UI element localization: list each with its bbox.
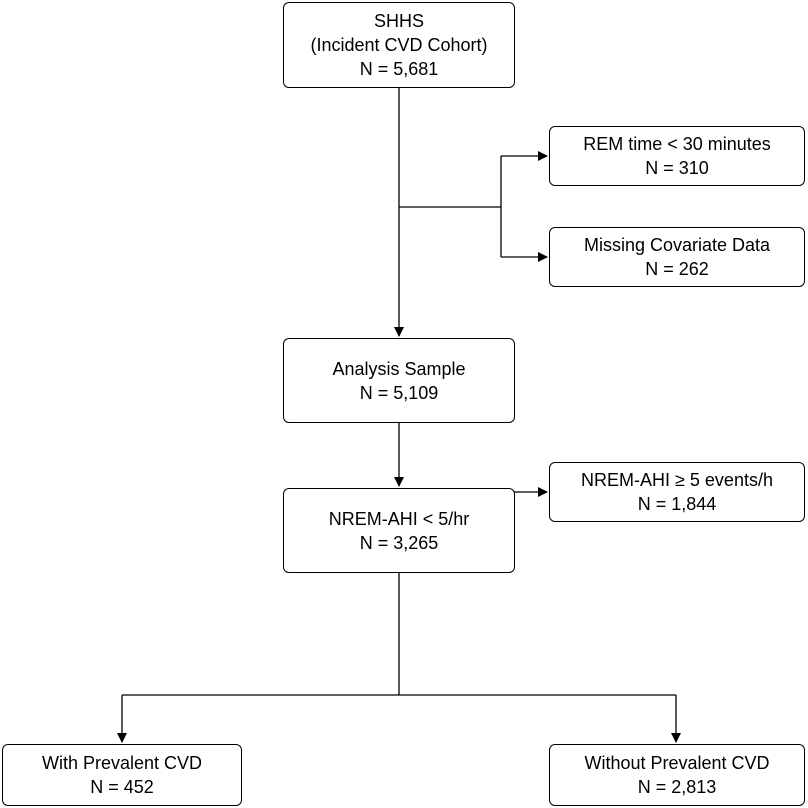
node-with-cvd-label: With Prevalent CVD [41,753,203,773]
node-analysis-label: Analysis Sample [332,358,466,379]
node-with-prevalent-cvd: With Prevalent CVD N = 452 [2,744,242,806]
node-with-cvd-count: N = 452 [90,777,154,797]
node-nrem-low-count: N = 3,265 [359,532,439,553]
node-analysis-sample: Analysis Sample N = 5,109 [283,338,515,423]
node-analysis-count: N = 5,109 [359,382,439,403]
node-nrem-excluded-label: NREM-AHI ≥ 5 events/h [581,470,773,490]
node-nrem-excluded-count: N = 1,844 [637,494,717,514]
node-without-cvd-label: Without Prevalent CVD [584,753,770,773]
node-missing-label: Missing Covariate Data [583,235,771,255]
node-shhs-count: N = 5,681 [359,59,439,79]
node-missing-count: N = 262 [645,259,709,279]
node-shhs-subtitle: (Incident CVD Cohort) [310,35,488,55]
node-nrem-ahi-excluded: NREM-AHI ≥ 5 events/h N = 1,844 [549,462,805,522]
node-rem-time-excluded: REM time < 30 minutes N = 310 [549,126,805,186]
node-missing-covariate-data: Missing Covariate Data N = 262 [549,227,805,287]
node-shhs-cohort: SHHS (Incident CVD Cohort) N = 5,681 [283,2,515,88]
node-nrem-low-label: NREM-AHI < 5/hr [328,508,470,529]
node-rem-label: REM time < 30 minutes [583,134,771,154]
node-nrem-ahi-low: NREM-AHI < 5/hr N = 3,265 [283,488,515,573]
node-without-cvd-count: N = 2,813 [637,777,717,797]
node-without-prevalent-cvd: Without Prevalent CVD N = 2,813 [549,744,805,806]
node-shhs-title: SHHS [373,11,424,31]
node-rem-count: N = 310 [645,158,709,178]
